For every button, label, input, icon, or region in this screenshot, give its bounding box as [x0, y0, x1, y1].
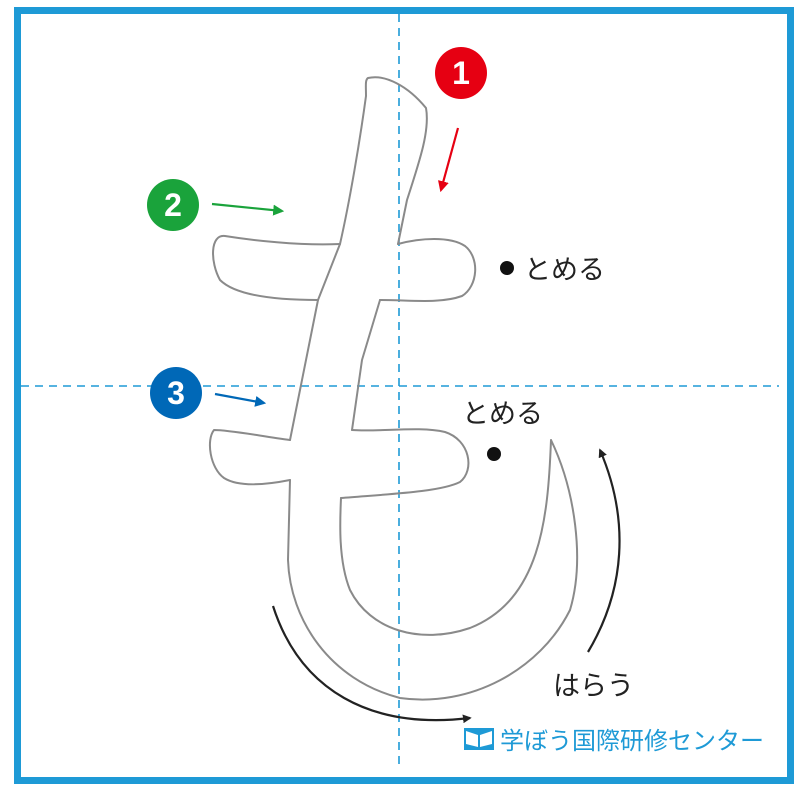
stroke-2-number: 2 [164, 187, 182, 223]
brand-name: 学ぼう国際研修センター [500, 727, 764, 755]
stroke-3-number-badge [150, 367, 202, 419]
harau-label: はらう [553, 671, 634, 702]
glyph-outline [208, 76, 579, 701]
tome-dot-2 [487, 447, 501, 461]
tome-dot-1 [500, 261, 514, 275]
stroke-3-arrow-icon [214, 392, 267, 407]
stroke-1-number-badge [435, 47, 487, 99]
right-curve-arrow-icon [587, 448, 621, 653]
stroke-1-number: 1 [452, 55, 470, 91]
open-book-icon [464, 728, 494, 750]
stroke-3-indicator: 3 [150, 367, 267, 419]
stroke-2-indicator: 2 [147, 179, 285, 231]
glyph-stroke-2-outline [212, 235, 477, 302]
tome-label-1: とめる [524, 255, 605, 286]
stroke-2-arrow-icon [211, 202, 285, 216]
brand-logo: 学ぼう国際研修センター [464, 727, 764, 755]
glyph-stroke-3-outline [208, 428, 470, 499]
bottom-curve-arrow-icon [271, 605, 472, 724]
stroke-1-indicator: 1 [435, 47, 487, 193]
tome-label-2: とめる [462, 399, 543, 430]
sheet-border [14, 7, 794, 784]
glyph-stroke-1-outline [287, 76, 579, 701]
stroke-2-number-badge [147, 179, 199, 231]
stroke-1-arrow-icon [438, 127, 460, 193]
stroke-3-number: 3 [167, 375, 185, 411]
